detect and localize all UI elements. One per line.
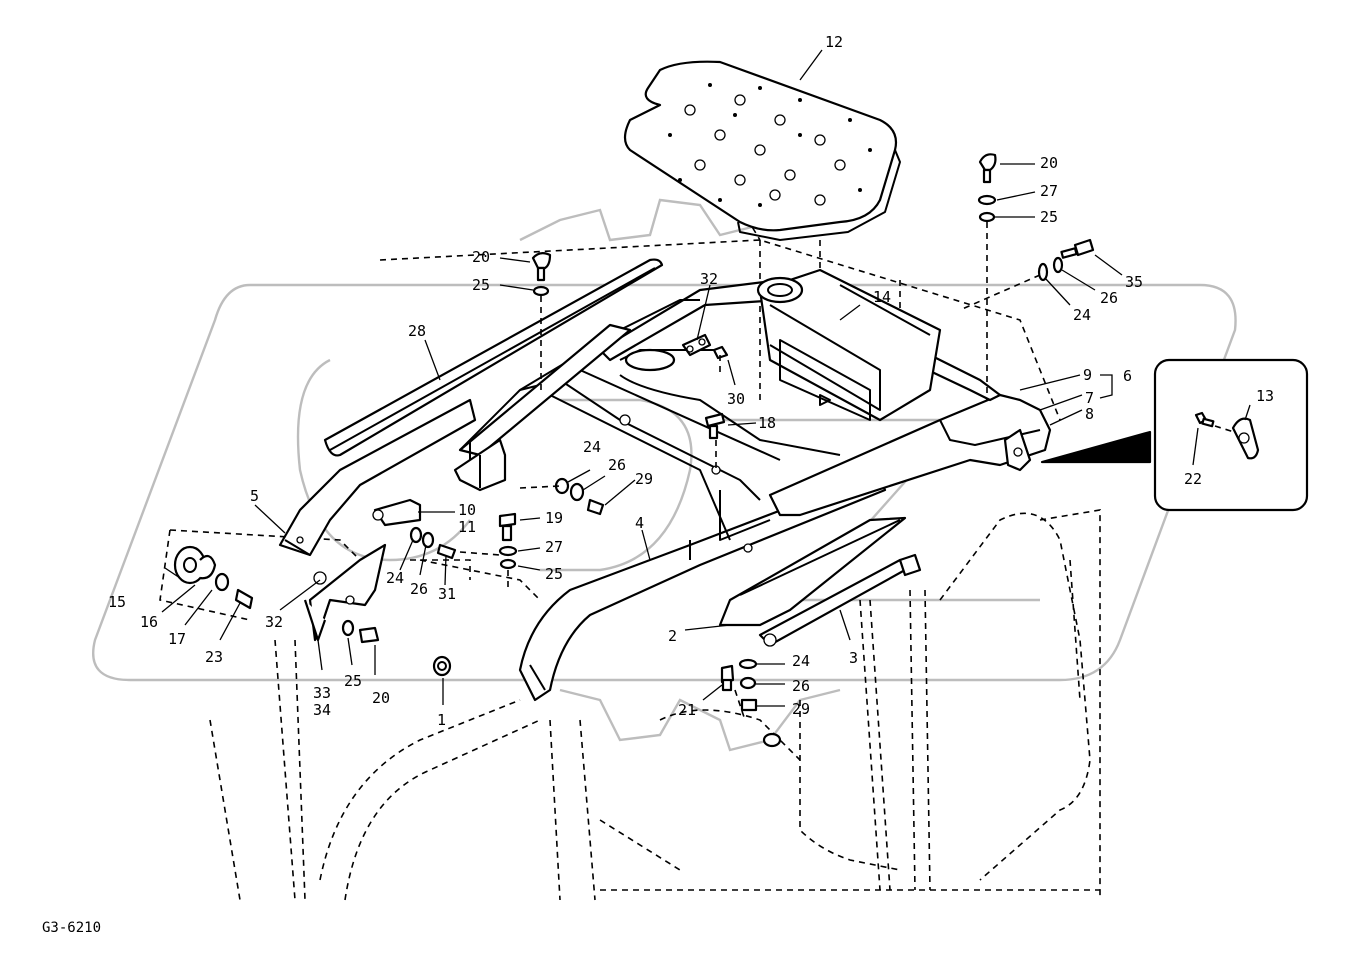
callout-25: 25 bbox=[1040, 208, 1058, 226]
callout-26: 26 bbox=[1100, 289, 1118, 307]
callout-16: 16 bbox=[140, 613, 158, 631]
callout-4: 4 bbox=[635, 514, 644, 532]
callout-18: 18 bbox=[758, 414, 776, 432]
callout-14: 14 bbox=[873, 288, 891, 306]
callout-24: 24 bbox=[386, 569, 404, 587]
callout-3: 3 bbox=[849, 649, 858, 667]
step-part-2-3 bbox=[718, 516, 922, 647]
callout-24: 24 bbox=[1073, 306, 1091, 324]
callout-26: 26 bbox=[792, 677, 810, 695]
callout-15: 15 bbox=[108, 593, 126, 611]
callout-30: 30 bbox=[727, 390, 745, 408]
callout-32: 32 bbox=[265, 613, 283, 631]
callout-9: 9 bbox=[1083, 366, 1092, 384]
bracket-part-13-on-frame bbox=[1003, 428, 1032, 472]
callout-35: 35 bbox=[1125, 273, 1143, 291]
cab-frame bbox=[453, 268, 1052, 702]
callout-5: 5 bbox=[250, 487, 259, 505]
detail-inset bbox=[1040, 358, 1309, 512]
callout-25: 25 bbox=[472, 276, 490, 294]
callout-21: 21 bbox=[678, 701, 696, 719]
callout-26: 26 bbox=[410, 580, 428, 598]
drawing-code: G3-6210 bbox=[42, 920, 102, 936]
alignment-lines bbox=[410, 222, 1041, 721]
callout-11: 11 bbox=[458, 518, 476, 536]
callout-33: 33 bbox=[313, 684, 331, 702]
watermark bbox=[92, 198, 1237, 752]
floor-plate-part-12 bbox=[623, 60, 901, 241]
callout-17: 17 bbox=[168, 630, 186, 648]
callout-25: 25 bbox=[545, 565, 563, 583]
callout-7: 7 bbox=[1085, 389, 1094, 407]
callout-2: 2 bbox=[668, 627, 677, 645]
callout-20: 20 bbox=[472, 248, 490, 266]
callout-32: 32 bbox=[700, 270, 718, 288]
callouts: 12 20 27 25 35 26 24 14 9 6 7 8 20 25 28… bbox=[108, 33, 1274, 729]
callout-22: 22 bbox=[1184, 470, 1202, 488]
callout-13: 13 bbox=[1256, 387, 1274, 405]
fasteners bbox=[341, 153, 1095, 748]
callout-8: 8 bbox=[1085, 405, 1094, 423]
latch-part-33 bbox=[303, 543, 387, 642]
callout-20: 20 bbox=[1040, 154, 1058, 172]
callout-27: 27 bbox=[1040, 182, 1058, 200]
seal-part-28 bbox=[323, 258, 664, 457]
callout-12: 12 bbox=[825, 33, 843, 51]
callout-6: 6 bbox=[1123, 367, 1132, 385]
callout-19: 19 bbox=[545, 509, 563, 527]
callout-24: 24 bbox=[792, 652, 810, 670]
callout-29: 29 bbox=[792, 700, 810, 718]
callout-28: 28 bbox=[408, 322, 426, 340]
floor-plate-holes bbox=[668, 83, 872, 207]
callout-27: 27 bbox=[545, 538, 563, 556]
callout-29: 29 bbox=[635, 470, 653, 488]
callout-1: 1 bbox=[437, 711, 446, 729]
hardware-left bbox=[173, 545, 254, 610]
callout-31: 31 bbox=[438, 585, 456, 603]
callout-23: 23 bbox=[205, 648, 223, 666]
callout-24: 24 bbox=[583, 438, 601, 456]
bracket-part-5 bbox=[278, 398, 477, 557]
callout-26: 26 bbox=[608, 456, 626, 474]
leader-lines bbox=[161, 49, 1251, 707]
callout-20: 20 bbox=[372, 689, 390, 707]
callout-25: 25 bbox=[344, 672, 362, 690]
callout-34: 34 bbox=[313, 701, 331, 719]
bracket-part-10 bbox=[372, 498, 422, 527]
callout-10: 10 bbox=[458, 501, 476, 519]
